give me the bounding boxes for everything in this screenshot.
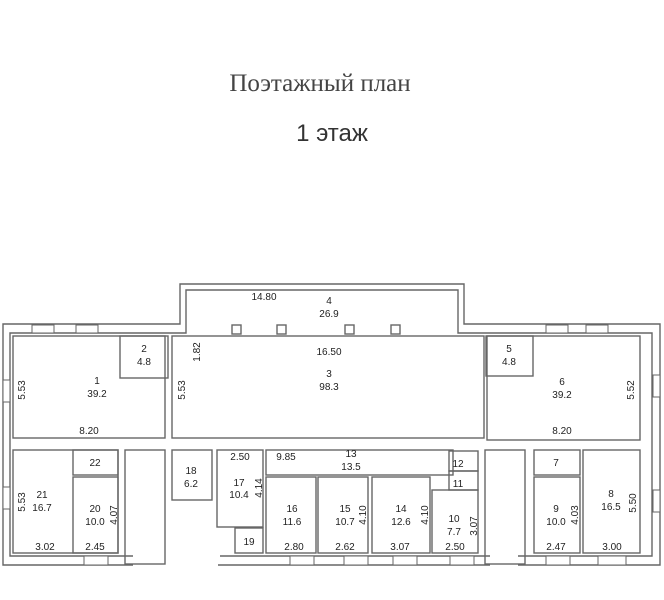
room-12-number: 12	[452, 459, 464, 470]
dimension: 1.82	[192, 342, 203, 362]
room-16-number: 16	[286, 504, 298, 515]
dimension: 2.50	[445, 542, 465, 553]
room-2-number: 2	[141, 344, 147, 355]
room-15-number: 15	[339, 504, 351, 515]
room-8-area: 16.5	[601, 502, 621, 513]
room-4-number: 4	[326, 296, 332, 307]
room-14-number: 14	[395, 504, 407, 515]
floor-subtitle: 1 этаж	[296, 120, 368, 147]
room-13-number: 13	[345, 449, 357, 460]
dimension: 2.50	[230, 452, 250, 463]
dimension: 4.10	[420, 505, 431, 525]
column	[390, 324, 401, 335]
room-13-area: 13.5	[341, 462, 361, 473]
dimension: 14.80	[251, 292, 276, 303]
dimension-labels: 14.80 16.50 1.82 5.53 5.53 5.53 5.52 8.2…	[17, 292, 639, 553]
room-21-area: 16.7	[32, 503, 52, 514]
dimension: 5.50	[628, 493, 639, 513]
column	[276, 324, 287, 335]
room-18-area: 6.2	[184, 479, 198, 490]
room-6-area: 39.2	[552, 390, 572, 401]
room-16-outline	[265, 476, 317, 554]
room-11-number: 11	[453, 479, 464, 490]
dimension: 5.52	[626, 380, 637, 400]
room-5-outline	[485, 335, 534, 377]
room-21-number: 21	[36, 490, 48, 501]
room-13-outline	[265, 449, 454, 476]
room-20-outline	[72, 476, 119, 554]
dimension: 2.80	[284, 542, 304, 553]
room-4-area: 26.9	[319, 309, 339, 320]
room-9-outline	[533, 476, 581, 554]
room-2-outline	[119, 335, 169, 379]
room-7-number: 7	[553, 458, 559, 469]
dimension: 4.10	[358, 505, 369, 525]
room-1-number: 1	[94, 376, 100, 387]
dimension: 16.50	[316, 347, 341, 358]
dimension: 5.53	[17, 380, 28, 400]
room-9-number: 9	[553, 504, 559, 515]
dimension: 2.45	[85, 542, 105, 553]
page-title: Поэтажный план	[0, 70, 664, 98]
room-7-outline	[533, 449, 581, 476]
dimension: 5.53	[177, 380, 188, 400]
dimension: 4.03	[570, 505, 581, 525]
room-8-outline	[582, 449, 641, 554]
dimension: 8.20	[79, 426, 99, 437]
room-6-number: 6	[559, 377, 565, 388]
room-21-outline	[12, 449, 119, 554]
room-22-outline	[72, 449, 119, 476]
windows	[2, 324, 661, 566]
room-17-outline	[216, 449, 264, 528]
dimension: 2.47	[546, 542, 566, 553]
room-17-area: 10.4	[229, 490, 249, 501]
room-1-area: 39.2	[87, 389, 107, 400]
room-15-outline	[317, 476, 369, 554]
room-20-area: 10.0	[85, 517, 105, 528]
room-3-number: 3	[326, 369, 332, 380]
room-10-number: 10	[448, 514, 460, 525]
dimension: 3.00	[602, 542, 622, 553]
room-9-area: 10.0	[546, 517, 566, 528]
room-15-area: 10.7	[335, 517, 355, 528]
room-19-outline	[234, 527, 264, 554]
dimension: 3.02	[35, 542, 55, 553]
dimension: 4.14	[254, 478, 265, 498]
interior-walls	[12, 324, 641, 565]
room-1-outline	[12, 335, 166, 439]
corridor-left-outline	[124, 449, 166, 565]
room-18-number: 18	[185, 466, 197, 477]
column	[344, 324, 355, 335]
room-14-area: 12.6	[391, 517, 411, 528]
room-20-number: 20	[89, 504, 101, 515]
dimension: 9.85	[276, 452, 296, 463]
room-labels: 1 39.2 2 4.8 3 98.3 4 26.9 5 4.8 6 39.2 …	[32, 296, 621, 548]
dimension: 3.07	[390, 542, 410, 553]
outer-walls	[2, 283, 661, 566]
dimension: 2.62	[335, 542, 355, 553]
room-18-outline	[171, 449, 213, 501]
column	[231, 324, 242, 335]
room-3-outline	[171, 335, 485, 439]
room-5-number: 5	[506, 344, 512, 355]
room-17-number: 17	[233, 478, 245, 489]
room-5-area: 4.8	[502, 357, 516, 368]
room-3-area: 98.3	[319, 382, 339, 393]
dimension: 5.53	[17, 492, 28, 512]
room-8-number: 8	[608, 489, 614, 500]
room-16-area: 11.6	[283, 517, 302, 528]
room-14-outline	[371, 476, 431, 554]
room-19-number: 19	[243, 537, 255, 548]
room-6-outline	[486, 335, 641, 441]
corridor-right-outline	[484, 449, 526, 565]
room-22-number: 22	[89, 458, 101, 469]
room-10-area: 7.7	[447, 527, 461, 538]
dimension: 4.07	[109, 505, 120, 525]
room-11-outline	[448, 470, 479, 491]
title-text: Поэтажный план	[229, 70, 411, 97]
dimension: 3.07	[469, 516, 480, 536]
dimension: 8.20	[552, 426, 572, 437]
room-2-area: 4.8	[137, 357, 151, 368]
